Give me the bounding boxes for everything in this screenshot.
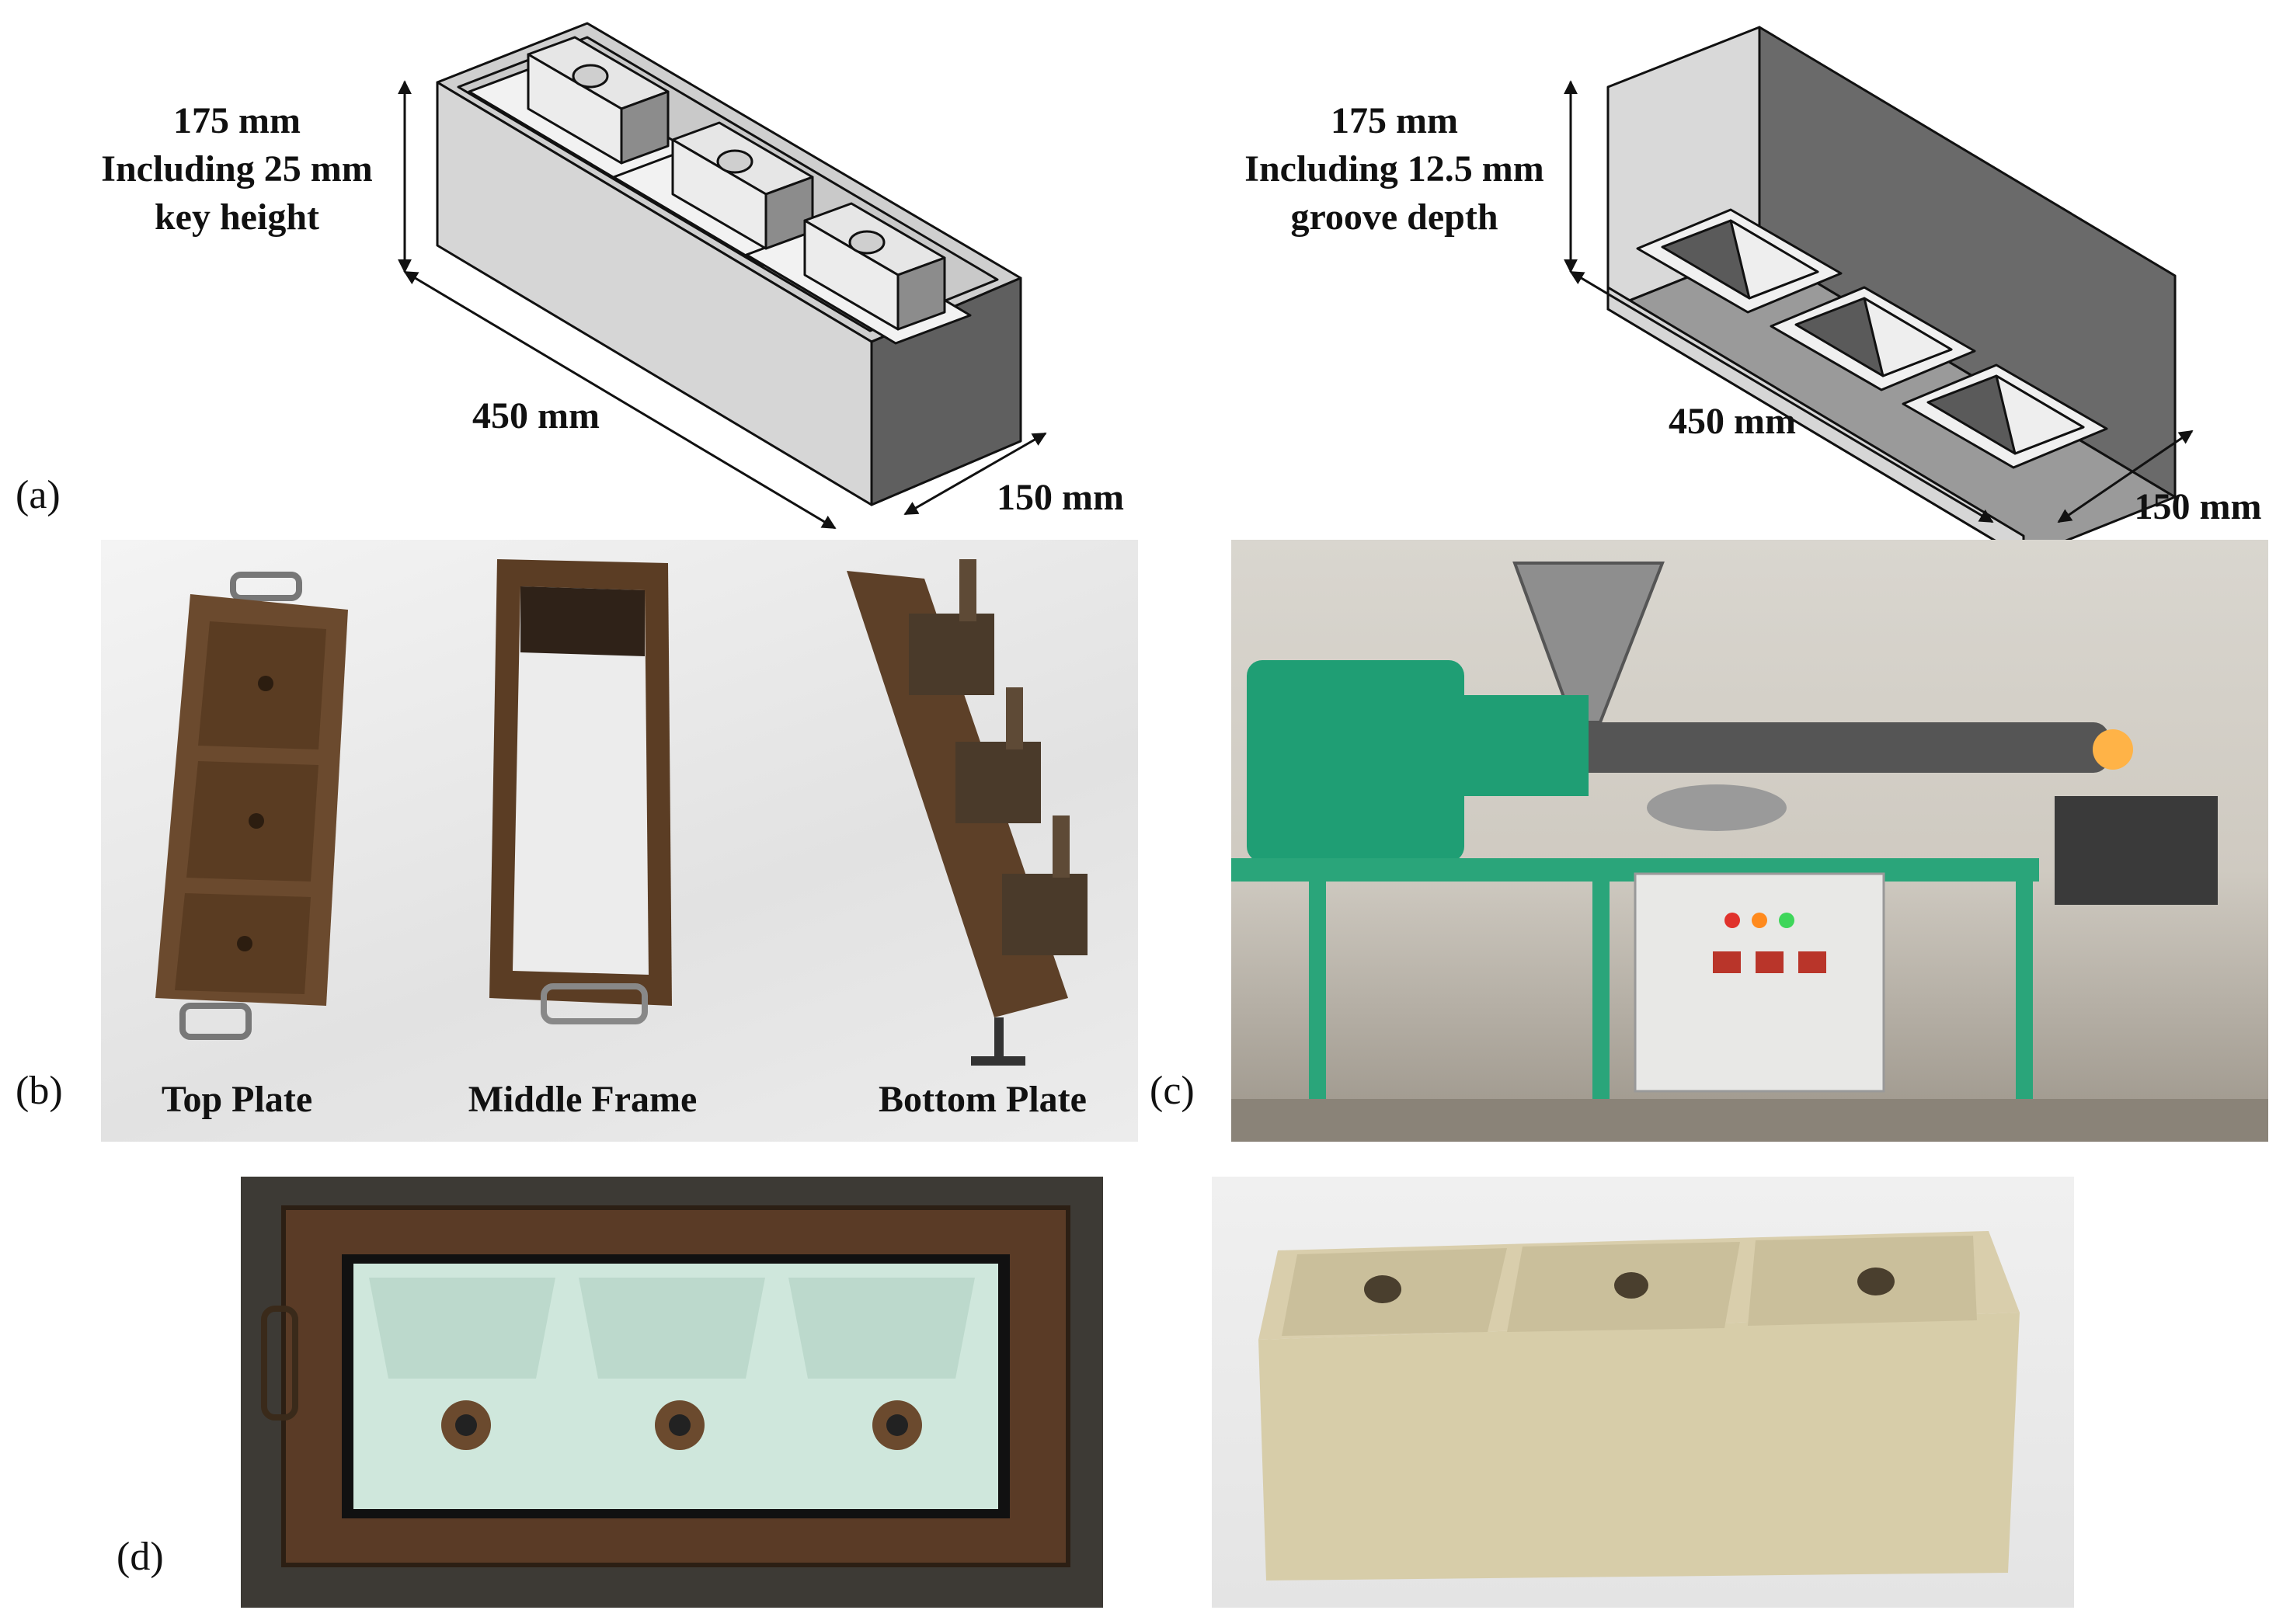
block-in-mould-illustration [261,1205,1070,1567]
keyed-block-height-label: 175 mm Including 25 mm key height [74,97,400,242]
grooved-block-drawing [1606,26,2177,544]
height-line-1: 175 mm [1331,100,1458,141]
keyed-block-width-label: 150 mm [997,477,1124,518]
extruder-machine-photo [1231,540,2268,1142]
grooved-block-width-label: 150 mm [2134,486,2262,527]
mould-parts-illustration [155,559,1088,1066]
panel-a-drawings [398,22,2194,544]
finished-block-photo [1212,1177,2074,1608]
bottom-plate [847,559,1088,1066]
height-line-3: groove depth [1290,196,1498,238]
panel-c-tag: (c) [1150,1069,1195,1113]
height-line-1: 175 mm [173,100,301,141]
keyed-block-dimensions [398,80,1047,530]
panel-a-tag: (a) [16,473,61,517]
keyed-block-length-label: 450 mm [472,395,600,436]
top-plate-label: Top Plate [161,1079,313,1120]
middle-frame [489,559,672,1024]
grooved-block-height-label: 175 mm Including 12.5 mm groove depth [1216,97,1573,242]
top-plate [155,572,348,1040]
middle-frame-label: Middle Frame [468,1079,698,1120]
finished-block-illustration [1258,1231,2020,1581]
mould-parts-photo: Top Plate Middle Frame Bottom Plate [101,540,1138,1142]
block-in-mould-photo [241,1177,1103,1608]
grooved-block-length-label: 450 mm [1669,401,1796,442]
panel-d-tag: (d) [117,1535,164,1579]
bottom-plate-label: Bottom Plate [879,1079,1087,1120]
height-line-2: Including 25 mm [101,148,373,190]
panel-b-tag: (b) [16,1069,63,1113]
grooved-block-dimensions [1564,80,2194,523]
height-line-2: Including 12.5 mm [1244,148,1544,190]
height-line-3: key height [154,196,319,238]
extruder-illustration [1231,562,2268,1142]
